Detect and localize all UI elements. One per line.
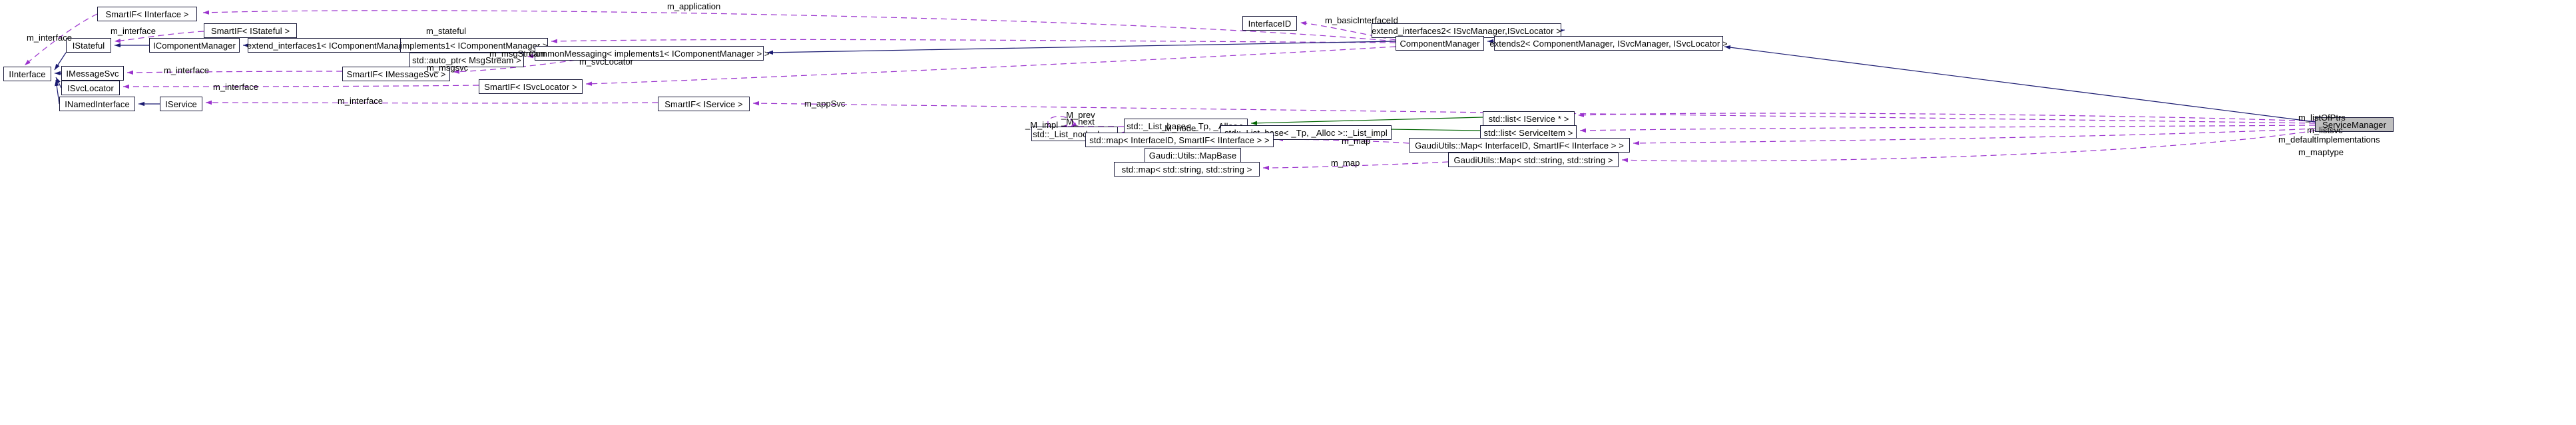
edge-label-m-prev: _M_prev [1061,110,1095,120]
node-extend-interfaces2-isvcmanager-isvclocator[interactable]: extend_interfaces2< ISvcManager,ISvcLoca… [1372,23,1561,38]
node-gaudiutils-map-interfaceid[interactable]: GaudiUtils::Map< InterfaceID, SmartIF< I… [1409,138,1630,153]
node-icomponentmanager[interactable]: IComponentManager [149,38,240,53]
edge-label-m-appsvc: m_appSvc [804,99,846,109]
node-smartif-imessagesvc[interactable]: SmartIF< IMessageSvc > [342,67,450,81]
node-smartif-iinterface[interactable]: SmartIF< IInterface > [97,7,197,21]
node-label: IService [165,99,197,109]
node-label: std::list< IService * > [1488,113,1569,124]
node-std-list-iservice-ptr[interactable]: std::list< IService * > [1483,111,1575,126]
node-label: SmartIF< IStateful > [210,25,290,36]
node-std-map-interfaceid-smartif[interactable]: std::map< InterfaceID, SmartIF< IInterfa… [1085,133,1274,147]
node-smartif-iservice[interactable]: SmartIF< IService > [658,97,750,111]
node-servicemanager[interactable]: ServiceManager [2315,117,2394,132]
node-label: SmartIF< ISvcLocator > [484,81,577,92]
node-label: InterfaceID [1248,18,1292,29]
node-label: extend_interfaces1< IComponentManager > [246,40,419,51]
node-extend-interfaces1-icomponentmanager[interactable]: extend_interfaces1< IComponentManager > [246,38,419,53]
edge-label-m-map-1: m_map [1342,136,1371,146]
node-label: GaudiUtils::Map< InterfaceID, SmartIF< I… [1415,140,1624,151]
edge-label-m-impl: _M_impl [1025,120,1059,130]
node-std-list-serviceitem[interactable]: std::list< ServiceItem > [1480,125,1577,140]
node-std-map-string-string[interactable]: std::map< std::string, std::string > [1114,162,1260,177]
node-smartif-istateful[interactable]: SmartIF< IStateful > [204,23,297,38]
node-label: std::map< std::string, std::string > [1121,164,1252,175]
node-istateful[interactable]: IStateful [66,38,111,53]
node-smartif-isvclocator[interactable]: SmartIF< ISvcLocator > [479,79,583,94]
node-label: ServiceManager [2322,119,2387,130]
edge-label-m-listofptrs: m_listOfPtrs [2298,113,2346,123]
node-label: SmartIF< IMessageSvc > [346,69,446,79]
edge-label-m-listsvc: m_listsvc [2307,125,2343,135]
node-inamedinterface[interactable]: INamedInterface [59,97,135,111]
edge-label-m-svclocator: m_svcLocator [579,57,633,67]
edge-label-m-msgsvc: m_msgsvc [427,63,469,73]
node-extends2-componentmanager[interactable]: extends2< ComponentManager, ISvcManager,… [1489,36,1728,51]
node-std-auto-ptr-msgstream[interactable]: std::auto_ptr< MsgStream > [409,53,524,67]
edge-label-m-application: m_application [667,1,721,11]
node-label: ISvcLocator [67,83,114,93]
edge-label-m-interface-2: m_interface [111,26,156,36]
edge-label-m-map-2: m_map [1331,158,1360,168]
node-label: std::_List_base< _Tp, _Alloc > [1127,121,1245,131]
edge-label-m-basicinterfaceid: m_basicInterfaceId [1325,15,1398,25]
node-isvclocator[interactable]: ISvcLocator [61,81,120,95]
node-implements1-icomponentmanager[interactable]: implements1< IComponentManager > [400,38,548,53]
node-label: Gaudi::Utils::MapBase [1149,150,1237,161]
edge-label-m-msgstream: m_msgStream [489,49,546,59]
node-iservice[interactable]: IService [160,97,202,111]
node-label: SmartIF< IService > [664,99,743,109]
edge-label-m-interface-4: m_interface [213,82,258,92]
node-imessagesvc[interactable]: IMessageSvc [61,66,124,81]
node-label: IMessageSvc [66,68,119,79]
node-iinterface[interactable]: IInterface [3,67,51,81]
node-label: GaudiUtils::Map< std::string, std::strin… [1453,155,1613,165]
node-label: CommonMessaging< implements1< IComponent… [529,48,770,59]
node-gaudiutils-map-string-string[interactable]: GaudiUtils::Map< std::string, std::strin… [1448,153,1619,167]
node-commonmessaging-implements1[interactable]: CommonMessaging< implements1< IComponent… [529,46,770,61]
node-label: ComponentManager [1400,38,1480,49]
node-label: SmartIF< IInterface > [105,9,189,19]
edge-label-m-interface-1: m_interface [27,33,72,43]
node-interfaceid[interactable]: InterfaceID [1242,16,1297,31]
edge-label-m-maptype: m_maptype [2298,147,2344,157]
node-label: extends2< ComponentManager, ISvcManager,… [1489,38,1728,49]
node-label: std::map< InterfaceID, SmartIF< IInterfa… [1089,135,1270,145]
node-label: std::list< ServiceItem > [1483,127,1573,138]
node-label: IComponentManager [153,40,236,51]
edge-label-m-stateful: m_stateful [426,26,466,36]
edge-label-m-next: _M_next [1061,117,1095,127]
node-componentmanager[interactable]: ComponentManager [1396,36,1484,51]
edge-label-m-defaultimplementations: m_defaultImplementations [2278,135,2380,145]
node-label: IStateful [72,40,105,51]
node-gaudi-utils-mapbase[interactable]: Gaudi::Utils::MapBase [1145,148,1241,163]
node-label: implements1< IComponentManager > [400,40,548,51]
edge-label-m-interface-3: m_interface [164,65,209,75]
node-label: extend_interfaces2< ISvcManager,ISvcLoca… [1372,25,1561,36]
edge-label-m-interface-5: m_interface [338,96,383,106]
node-label: IInterface [9,69,46,79]
edge-label-m-node: _M_node [1160,123,1196,133]
node-label: std::auto_ptr< MsgStream > [412,55,521,65]
node-label: INamedInterface [65,99,130,109]
